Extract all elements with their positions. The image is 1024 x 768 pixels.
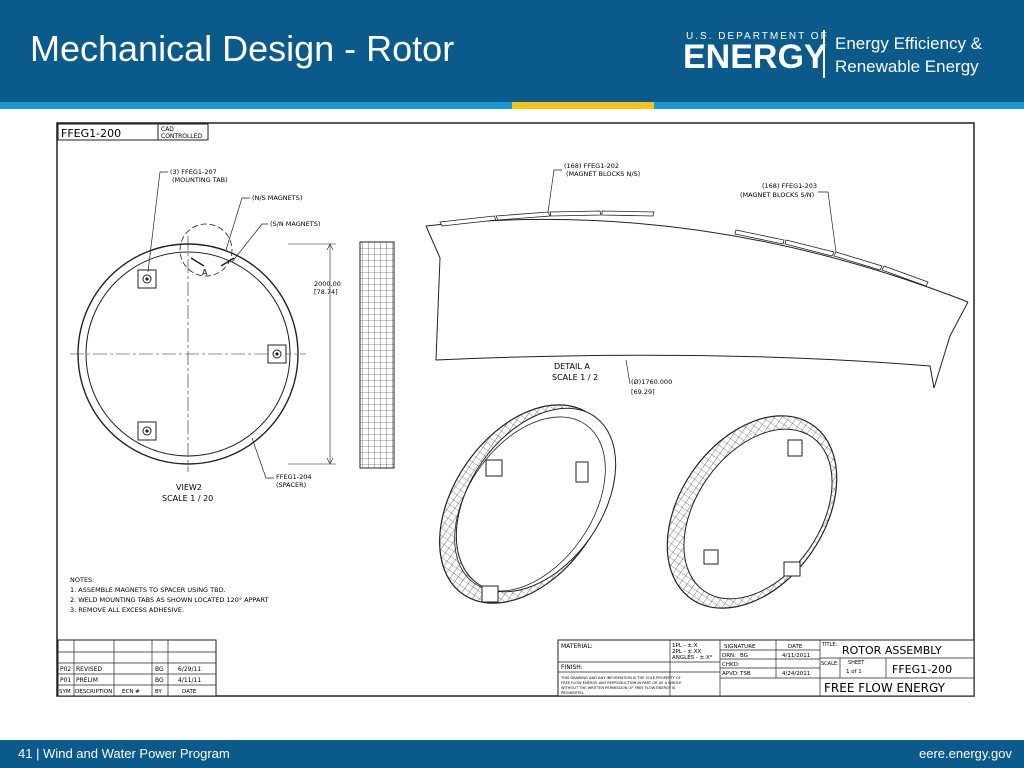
rev-row2-sym: P01 (60, 677, 71, 684)
callout-203-1: (168) FFEG1-203 (762, 182, 817, 190)
tb-sheet-label: SHEET (848, 660, 865, 666)
office-name-line1: Energy Efficiency & (835, 34, 983, 53)
part-number-text: FFEG1-200 (61, 127, 121, 140)
footer-website: eere.energy.gov (919, 746, 1012, 761)
view2-scale: SCALE 1 / 20 (162, 494, 213, 503)
callout-202-1: (168) FFEG1-202 (564, 162, 619, 170)
tb-chkd-label: CHKD: (722, 662, 740, 668)
note-1: 1. ASSEMBLE MAGNETS TO SPACER USING TBD. (70, 586, 226, 594)
rev-row1-by: BG (155, 666, 164, 673)
tb-finish: FINISH: (561, 664, 583, 671)
dia-1760: (Ø)1760.000 (631, 378, 672, 386)
callout-sn-magnets: (S/N MAGNETS) (270, 220, 320, 228)
tb-prop-3: WITHOUT THE WRITTEN PERMISSION OF FREE F… (561, 686, 676, 690)
callout-202-2: (MAGNET BLOCKS N/S) (566, 170, 640, 178)
rev-row1-sym: P02 (60, 666, 71, 673)
callout-ns-magnets: (N/S MAGNETS) (252, 194, 302, 202)
side-view-magnet-column (359, 241, 395, 469)
tb-apvd-label: APVD: (722, 671, 739, 677)
rev-row2-date: 4/11/11 (178, 677, 201, 684)
dim-2000-inch: [78.74] (314, 288, 338, 296)
tb-prop-2: FREE FLOW ENERGY. ANY REPRODUCTION IN PA… (561, 681, 682, 685)
notes-title: NOTES: (70, 576, 94, 584)
tb-signature-header: SIGNATURE (724, 644, 756, 650)
logo-divider (823, 30, 825, 78)
tb-drn-by: BG (740, 653, 748, 659)
cad-label-2: CONTROLLED (161, 133, 202, 140)
tb-prop-4: PROHIBITED. (561, 691, 584, 695)
rev-row2-desc: PRELIM (76, 677, 98, 684)
tb-tol-2: 2PL - ±.XX (672, 649, 701, 655)
tb-apvd-by: TSB (739, 671, 751, 677)
drawing-border (56, 122, 975, 697)
tb-apvd-date: 4/24/2011 (782, 671, 810, 677)
doe-logo-small-text: U.S. DEPARTMENT OF (686, 31, 829, 42)
tb-material: MATERIAL: (561, 643, 593, 650)
dia-1760-inch: [69.29] (631, 388, 655, 396)
callout-spacer-1: FFEG1-204 (276, 473, 312, 481)
cad-label-1: CAD (161, 126, 174, 133)
accent-stripe-yellow (512, 102, 654, 109)
tb-tol-3: ANGLES - ±.X° (672, 655, 713, 661)
tb-title-value: ROTOR ASSEMBLY (842, 644, 942, 657)
tb-prop-1: THIS DRAWING AND ANY INFORMATION IS THE … (560, 676, 681, 680)
note-3: 3. REMOVE ALL EXCESS ADHESIVE. (70, 606, 184, 614)
tb-drn-label: DRN: (722, 653, 736, 659)
office-name-line2: Renewable Energy (835, 57, 979, 76)
rev-header-date: DATE (182, 689, 197, 695)
view2-label: VIEW2 (176, 483, 202, 492)
rev-header-sym: SYM (59, 689, 71, 695)
footer-bar (0, 740, 1024, 768)
tb-date-header: DATE (788, 644, 803, 650)
iso-ring-left (439, 404, 617, 604)
rev-header-desc: DESCRIPTION (75, 689, 112, 695)
tb-dwg-no: FFEG1-200 (892, 663, 952, 676)
tb-title-label: TITLE: (821, 642, 838, 648)
accent-stripe-right (654, 102, 1024, 109)
engineering-drawing: FFEG1-200 CAD CONTROLLED A (3) FFEG1-207… (56, 122, 975, 697)
rev-header-by: BY (155, 689, 162, 695)
label-a: A (202, 268, 208, 277)
tb-tol-1: 1PL - ±.X (672, 643, 698, 649)
tb-scale-label: SCALE: (821, 661, 839, 667)
detail-a-arc (425, 210, 969, 389)
accent-stripe-left (0, 102, 512, 109)
slide-title: Mechanical Design - Rotor (30, 28, 455, 69)
rev-row2-by: BG (155, 677, 164, 684)
header-bar (0, 0, 1024, 102)
callout-mounting-tab-1: (3) FFEG1-207 (170, 168, 217, 176)
view2-ring (70, 223, 306, 472)
title-block (557, 639, 975, 697)
rev-row1-date: 6/29/11 (178, 666, 201, 673)
detail-a-scale: SCALE 1 / 2 (552, 373, 598, 382)
rev-header-ecn: ECN # (122, 689, 140, 695)
rev-row1-desc: REVISED (76, 666, 102, 673)
tb-sheet-value: 1 of 1 (846, 669, 862, 675)
tb-drn-date: 4/11/2011 (782, 653, 810, 659)
callout-mounting-tab-2: (MOUNTING TAB) (172, 176, 228, 184)
note-2: 2. WELD MOUNTING TABS AS SHOWN LOCATED 1… (70, 596, 268, 604)
callout-203-2: (MAGNET BLOCKS S/N) (740, 191, 814, 199)
dim-2000: 2000.00 (314, 280, 341, 288)
iso-ring-right (666, 415, 838, 609)
footer-page-and-program: 41 | Wind and Water Power Program (18, 746, 230, 761)
tb-company: FREE FLOW ENERGY (824, 681, 946, 695)
detail-a-label: DETAIL A (554, 362, 590, 371)
callout-spacer-2: (SPACER) (276, 481, 306, 489)
doe-logo-energy: ENERGY (683, 38, 827, 76)
revision-block (57, 639, 217, 697)
cad-controlled-box (157, 123, 209, 141)
